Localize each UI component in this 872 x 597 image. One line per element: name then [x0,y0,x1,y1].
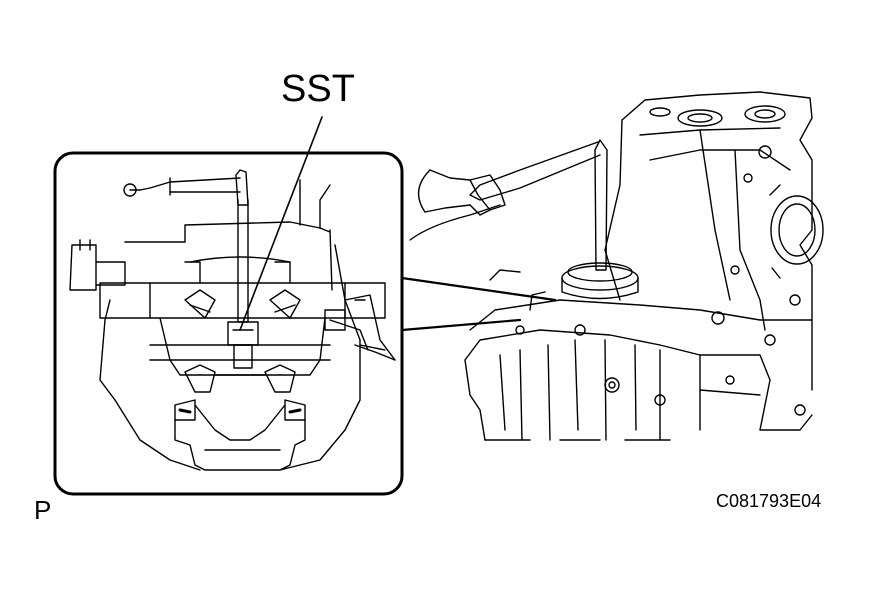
sst-label: SST [281,68,355,110]
torque-wrench-main [409,139,608,271]
sst-tool-detail [227,199,259,369]
torque-wrench-detail [123,169,249,206]
sst-pointer-line [239,116,323,331]
view-marker-label: P [34,495,52,525]
callout-leader [400,276,557,332]
detail-callout-frame [53,151,404,496]
figure-code-label: C081793E04 [716,491,822,511]
detail-cross-section [69,179,396,471]
transaxle-case [464,91,824,441]
